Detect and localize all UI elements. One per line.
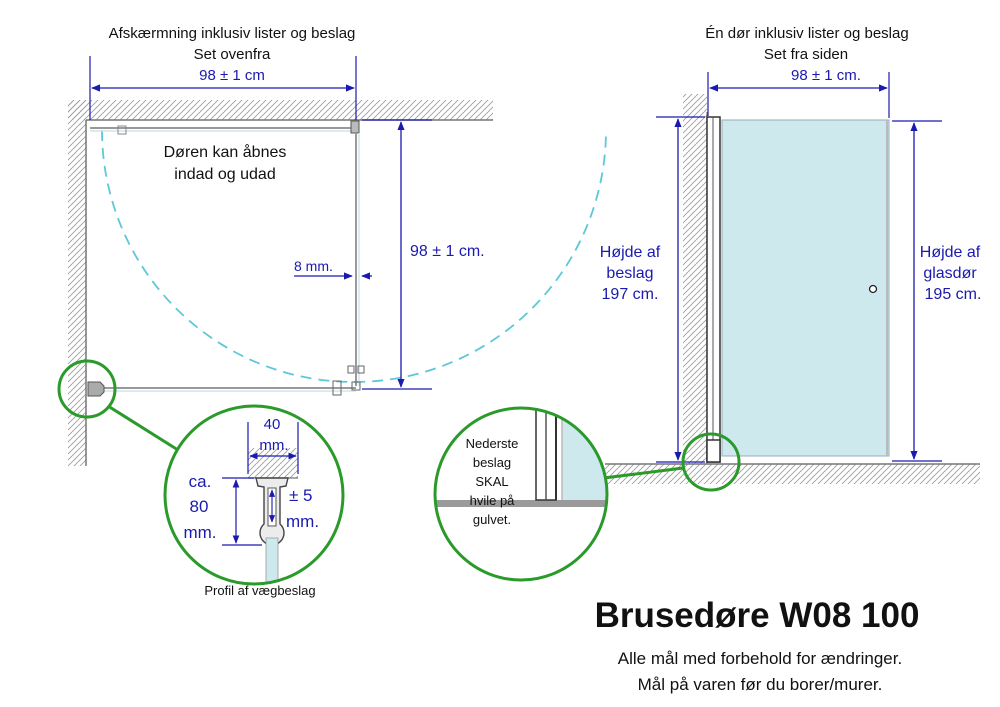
profile-detail: 40 mm. ca. 80 mm. ± 5 mm. Profil af vægb…	[163, 404, 345, 598]
floor-detail: Nederste beslag SKAL hvile på gulvet.	[433, 406, 609, 582]
floor-note-line2: beslag	[473, 455, 511, 470]
profile-tolerance-line1: ± 5	[289, 486, 313, 505]
profile-caption: Profil af vægbeslag	[204, 583, 315, 598]
glass-height-line3: 195 cm.	[925, 286, 982, 303]
profile-height-line1: ca.	[189, 472, 212, 491]
side-view-subtitle: Set fra siden	[764, 46, 848, 63]
disclaimer-line2: Mål på varen før du borer/murer.	[638, 675, 883, 694]
door-knob	[868, 284, 878, 294]
top-wall-hatch	[68, 100, 493, 120]
product-block: Brusedøre W08 100 Alle mål med forbehold…	[595, 596, 920, 694]
door-swing-arc	[101, 129, 607, 383]
corner-post	[350, 120, 360, 134]
glass-door	[721, 119, 890, 457]
top-view-title: Afskærmning inklusiv lister og beslag	[109, 25, 356, 42]
product-title: Brusedøre W08 100	[595, 596, 920, 635]
profile-height-line3: mm.	[183, 523, 216, 542]
profile-detail-circle	[163, 404, 345, 586]
floor-note-line1: Nederste	[466, 436, 519, 451]
profile-width-value: 40	[264, 416, 281, 433]
fitting-height-line1: Højde af	[600, 244, 661, 261]
glass-height-line1: Højde af	[920, 244, 981, 261]
top-view: Afskærmning inklusiv lister og beslag Se…	[68, 25, 607, 466]
glass-height-line2: glasdør	[923, 265, 977, 282]
floor-detail-circle	[433, 406, 609, 582]
disclaimer-line1: Alle mål med forbehold for ændringer.	[618, 649, 902, 668]
floor-highlight-circle	[681, 432, 741, 492]
side-width-label: 98 ± 1 cm.	[791, 67, 861, 84]
door-note-line1: Døren kan åbnes	[164, 143, 287, 161]
side-wall-hatch	[683, 94, 707, 464]
floor-note-line3: SKAL	[475, 474, 508, 489]
floor-note-line4: hvile på	[470, 493, 516, 508]
hinge-highlight-circle	[57, 359, 117, 419]
door-note-line2: indad og udad	[174, 166, 275, 183]
fitting-height-line2: beslag	[606, 265, 653, 282]
fitting-height-line3: 197 cm.	[602, 286, 659, 303]
profile-width-unit: mm.	[259, 437, 288, 454]
side-view: Én dør inklusiv lister og beslag Set fra…	[600, 25, 982, 484]
profile-tolerance-line2: mm.	[286, 512, 319, 531]
floor-note-line5: gulvet.	[473, 512, 511, 527]
floor-hatch	[605, 464, 980, 484]
top-depth-label: 98 ± 1 cm.	[410, 243, 485, 260]
gap-label: 8 mm.	[294, 258, 333, 274]
left-wall-hatch	[68, 100, 86, 466]
side-view-title: Én dør inklusiv lister og beslag	[705, 25, 908, 42]
top-view-subtitle: Set ovenfra	[194, 46, 271, 63]
profile-height-line2: 80	[190, 497, 209, 516]
top-width-label: 98 ± 1 cm	[199, 67, 265, 84]
